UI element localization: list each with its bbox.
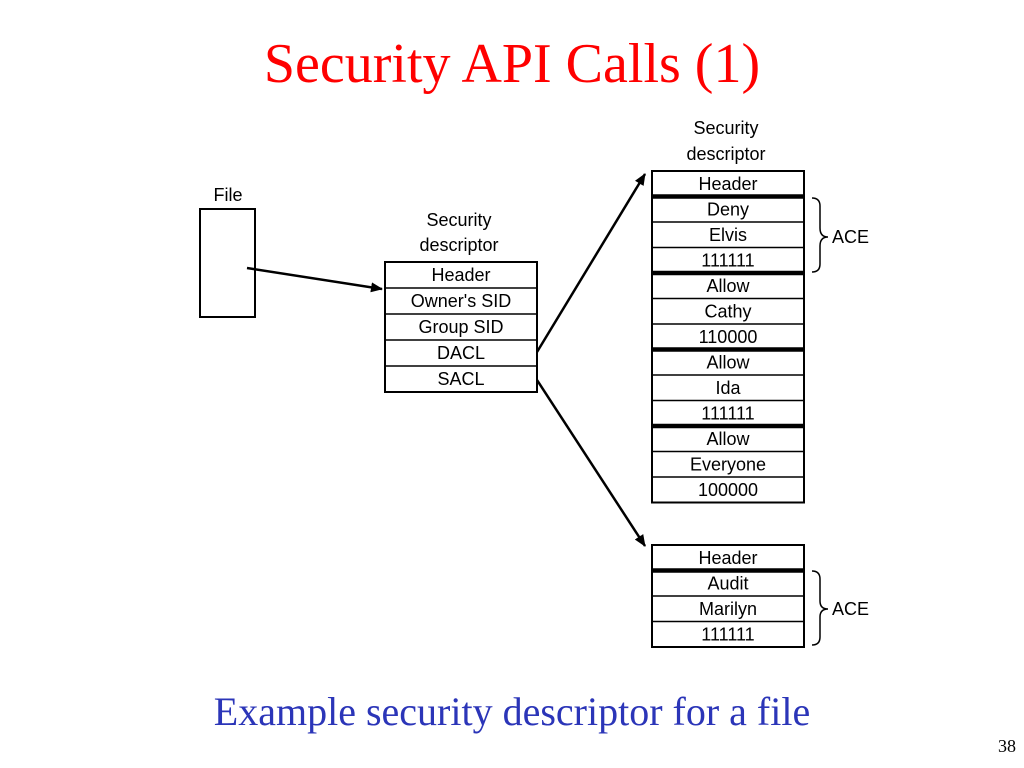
main-descriptor-outline [384,261,538,393]
ace-brace-sacl [811,570,829,646]
dacl-cell: 111111 [701,403,754,423]
dacl-cell: Deny [707,199,749,219]
file-label: File [213,185,242,205]
sacl-cell: Marilyn [699,599,757,619]
dacl-descriptor-label-line2: descriptor [686,144,765,164]
file-to-descriptor-arrow [246,266,383,293]
sacl-cell: Audit [707,573,748,593]
main-descriptor-cell: Group SID [418,317,503,337]
dacl-cell: Elvis [709,225,747,245]
file-box [199,208,256,318]
main-descriptor-cell: Owner's SID [411,291,511,311]
dacl-cell: 100000 [698,480,758,500]
main-descriptor-label-line2: descriptor [419,235,498,255]
dacl-cell: Allow [706,276,750,296]
dacl-descriptor-label-line1: Security [693,118,758,138]
slide-caption: Example security descriptor for a file [213,689,811,734]
dacl-cell: Ida [715,378,741,398]
dacl-cell: Allow [706,352,750,372]
main-descriptor-cell: SACL [437,369,484,389]
slide-title: Security API Calls (1) [263,33,761,95]
dacl-cell: 110000 [699,327,758,347]
dacl-cell: 111111 [701,250,754,270]
dacl-table: HeaderDenyElvis111111AllowCathy110000All… [651,170,805,504]
sacl-arrow [535,379,647,547]
dacl-outline [651,170,805,504]
main-descriptor-cell: DACL [437,343,485,363]
sacl-cell: Header [698,548,757,568]
main-descriptor-cell: Header [431,265,490,285]
dacl-arrow [535,173,647,353]
dacl-cell: Allow [706,429,750,449]
dacl-cell: Cathy [704,301,751,321]
ace-label-dacl: ACE [832,227,869,247]
dacl-cell: Header [698,174,757,194]
main-descriptor-label-line1: Security [426,210,491,230]
dacl-cell: Everyone [690,454,766,474]
ace-brace-dacl [811,197,829,273]
sacl-cell: 111111 [701,624,754,644]
ace-label-sacl: ACE [832,599,869,619]
page-number: 38 [998,736,1016,756]
